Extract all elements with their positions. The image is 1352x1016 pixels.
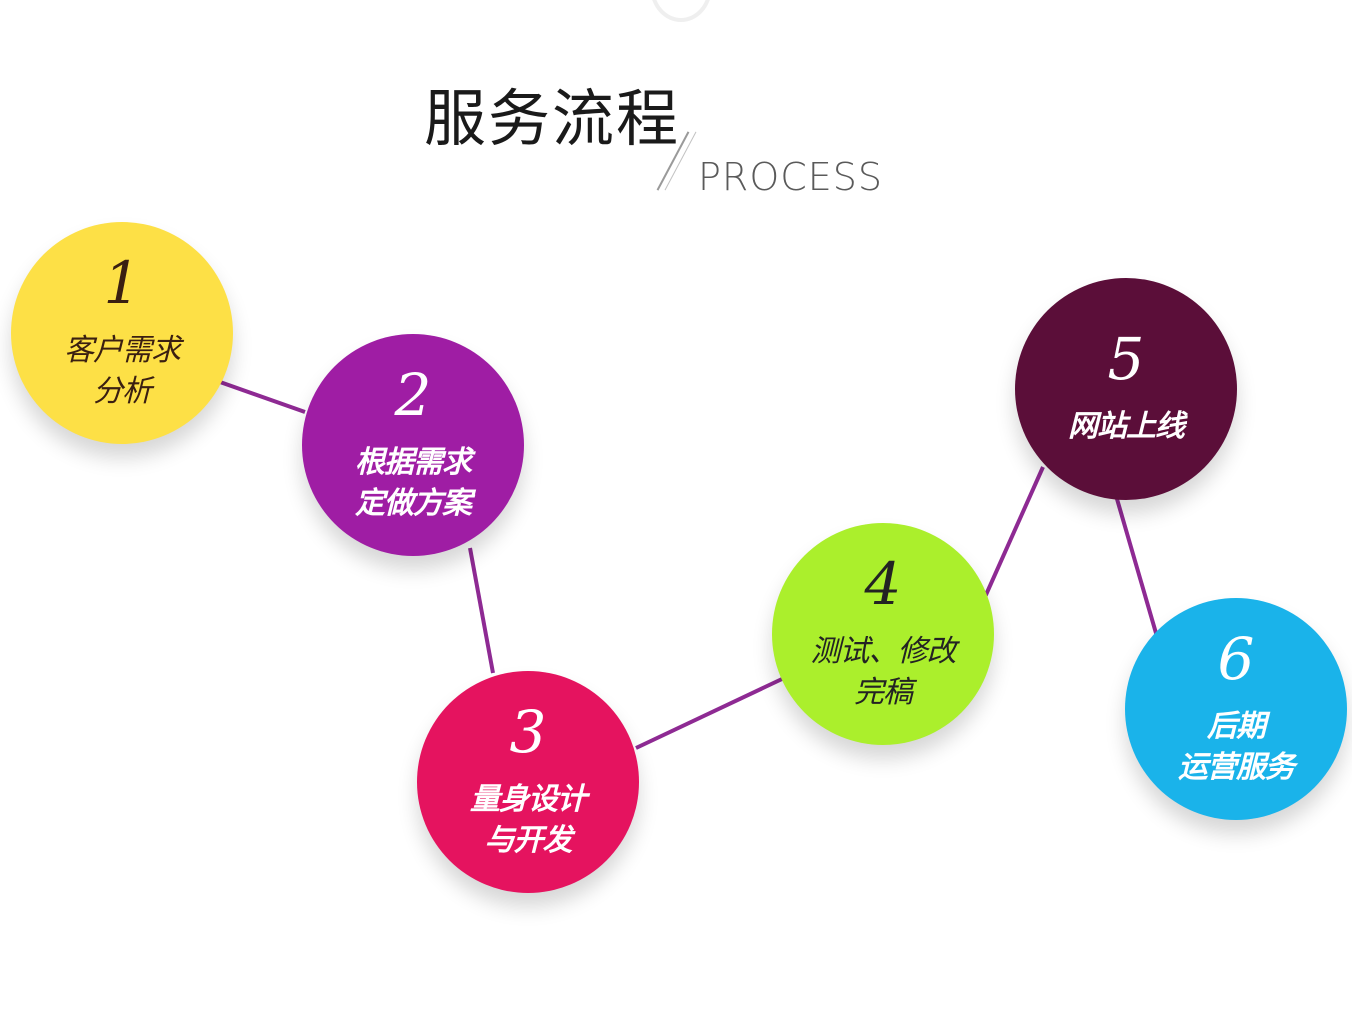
connector-2-3 [468,547,495,674]
connector-3-4 [635,677,783,750]
step-number: 4 [864,549,902,618]
step-number: 5 [1107,325,1145,394]
step-label: 量身设计 与开发 [470,781,587,858]
step-6-circle: 6 后期 运营服务 [1125,598,1347,820]
step-label: 根据需求 定做方案 [355,444,472,521]
connector-5-6 [1115,498,1160,641]
step-4-circle: 4 测试、修改 完稿 [772,523,994,745]
page-title: 服务流程 [424,82,681,155]
step-label: 网站上线 [1068,409,1185,445]
step-2-circle: 2 根据需求 定做方案 [302,334,524,556]
step-number: 1 [103,248,141,317]
header: 服务流程 PROCESS [0,0,1352,220]
connector-4-5 [983,466,1045,598]
step-label: 测试、修改 完稿 [810,633,957,710]
page-subtitle: PROCESS [698,155,884,199]
step-3-circle: 3 量身设计 与开发 [417,671,639,893]
step-label: 后期 运营服务 [1178,708,1295,785]
step-1-circle: 1 客户需求 分析 [11,222,233,444]
step-5-circle: 5 网站上线 [1015,278,1237,500]
step-number: 2 [394,360,432,429]
connector-1-2 [219,380,306,414]
step-number: 3 [509,697,547,766]
step-number: 6 [1217,624,1255,693]
step-label: 客户需求 分析 [64,332,181,409]
